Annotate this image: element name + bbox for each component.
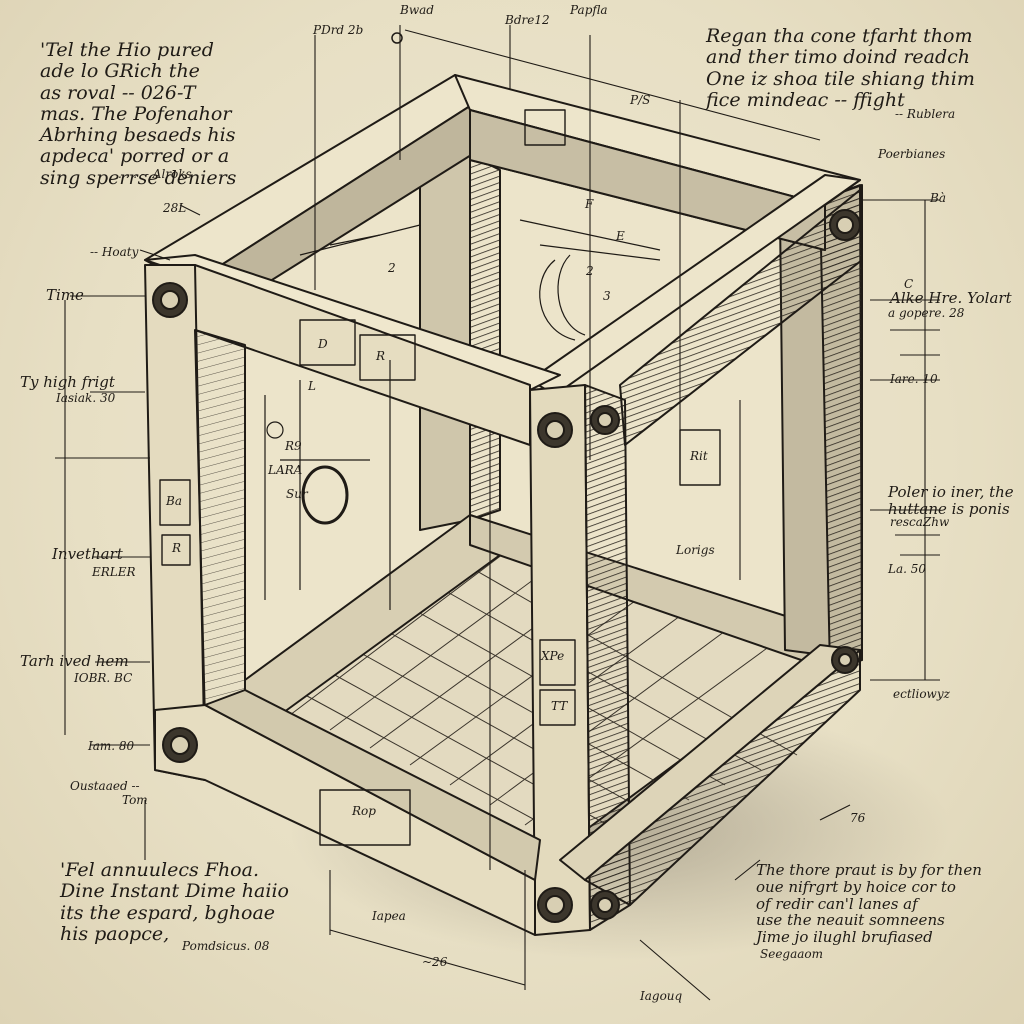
back-pillar-side bbox=[469, 154, 501, 521]
inner-label-e: E bbox=[616, 229, 625, 243]
label-time: Time bbox=[46, 286, 84, 304]
label-ectlowy: ectliowyz bbox=[893, 687, 950, 701]
label-poler: Poler io iner, the huttane is ponis bbox=[888, 483, 1014, 518]
label-c: C bbox=[904, 277, 914, 291]
bottom-beam-right-top bbox=[559, 644, 861, 881]
note-bottom-right-signature: Seegaaom bbox=[760, 947, 824, 961]
label-oustaaed: Oustaaed -- bbox=[70, 779, 140, 793]
inner-label-f: F bbox=[585, 197, 594, 211]
label-bwad: Bwad bbox=[400, 3, 434, 17]
label-76: 76 bbox=[850, 811, 866, 825]
label-pdrd: PDrd 2b bbox=[313, 23, 364, 37]
inner-label-r9: R9 bbox=[285, 439, 302, 453]
label-26: ~26 bbox=[422, 955, 448, 969]
label-ty-high: Ty high frigt bbox=[20, 373, 115, 391]
inner-label-lorigs: Lorigs bbox=[676, 543, 715, 557]
inner-label-l: L bbox=[308, 379, 316, 393]
label-lare10: Iare. 10 bbox=[890, 372, 938, 386]
label-28l: 28L bbox=[163, 201, 187, 215]
label-papfla: Papfla bbox=[570, 3, 608, 17]
note-top-left-signature: . . . -- Alroks bbox=[118, 167, 192, 181]
inner-label-rit: Rit bbox=[690, 449, 708, 463]
label-invethart: Invethart bbox=[52, 545, 123, 563]
inner-label-ba: Ba bbox=[166, 494, 182, 508]
inner-label-2: 2 bbox=[388, 261, 396, 275]
dimension-lines bbox=[55, 25, 940, 1001]
right-pillar-side bbox=[819, 184, 863, 671]
label-lapea: Iapea bbox=[372, 909, 406, 923]
note-bottom-left-signature: Pomdsicus. 08 bbox=[182, 939, 270, 953]
inner-label-2b: 2 bbox=[586, 264, 594, 278]
note-top-left: 'Tel the Hio pured ade lo GRich the as r… bbox=[40, 39, 237, 189]
inner-sketch-lines bbox=[264, 219, 661, 610]
inner-label-r2: R bbox=[376, 349, 386, 363]
label-alke: Alke Hre. Yolart bbox=[890, 289, 1012, 307]
note-top-right-signature: -- Rublera bbox=[895, 107, 956, 121]
label-poler-sub: rescaZhw bbox=[890, 515, 950, 529]
inner-label-3: 3 bbox=[603, 289, 611, 303]
inner-label-tt: TT bbox=[551, 699, 568, 713]
top-pivot-circle bbox=[391, 32, 403, 44]
bottom-beam-front-top bbox=[204, 689, 541, 881]
inner-label-xpe: XPe bbox=[541, 649, 565, 663]
label-invethart-sub: ERLER bbox=[92, 565, 136, 579]
note-bottom-left: 'Fel annuulecs Fhoa. Dine Instant Dime h… bbox=[60, 859, 289, 945]
label-ty-high-sub: Iasiak. 30 bbox=[56, 391, 116, 405]
label-tom: Tom bbox=[122, 793, 148, 807]
left-pillar-side bbox=[194, 329, 246, 721]
label-tarh: Tarh ived hem bbox=[20, 652, 129, 670]
inner-label-r: R bbox=[172, 541, 182, 555]
inner-label-sur: Sur bbox=[286, 487, 308, 501]
label-lam: Iam. 80 bbox=[88, 739, 135, 753]
label-ps: P/S bbox=[630, 93, 651, 107]
label-la50: La. 50 bbox=[888, 562, 927, 576]
label-bdre: Bdre12 bbox=[505, 13, 550, 27]
note-bottom-right: The thore praut is by for then oue nifrg… bbox=[756, 861, 982, 947]
beam-panels bbox=[159, 109, 721, 846]
label-alke-sub: a gopere. 28 bbox=[888, 306, 965, 320]
inner-label-rop: Rop bbox=[352, 804, 376, 818]
inner-label-lara: LARA bbox=[268, 463, 303, 477]
note-top-right: Regan tha cone tfarht thom and ther timo… bbox=[706, 25, 975, 111]
label-poerbianes: Poerbianes bbox=[878, 147, 946, 161]
corner-bolts bbox=[152, 209, 861, 923]
label-iagouq: Iagouq bbox=[640, 989, 683, 1003]
label-ba: Bà bbox=[930, 191, 946, 205]
inner-label-d: D bbox=[318, 337, 328, 351]
label-tarh-sub: IOBR. BC bbox=[74, 671, 133, 685]
label-heaty: -- Hoaty bbox=[90, 245, 139, 259]
